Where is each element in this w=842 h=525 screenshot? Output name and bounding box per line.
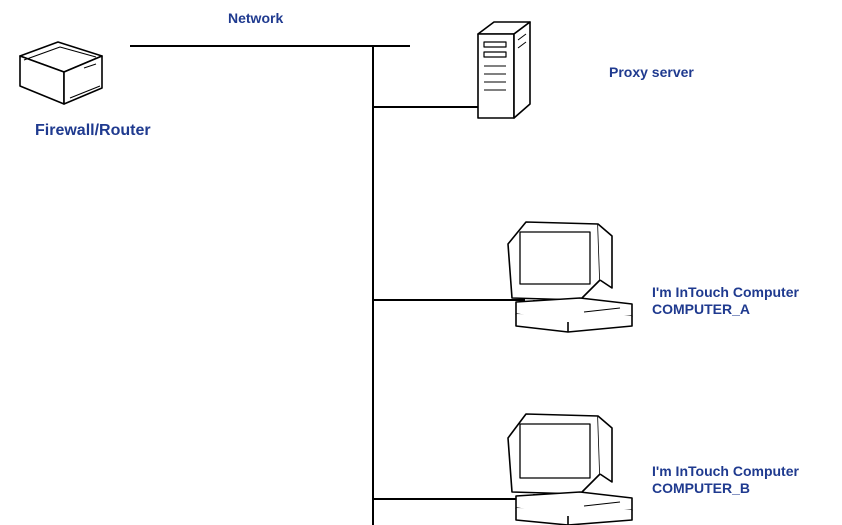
desktop-computer-icon xyxy=(507,413,633,525)
firewall-router-label: Firewall/Router xyxy=(35,122,151,139)
computer-b-title: I'm InTouch Computer xyxy=(652,463,799,479)
computer-a-title: I'm InTouch Computer xyxy=(652,284,799,300)
computer-b-name: COMPUTER_B xyxy=(652,480,751,496)
desktop-computer-icon xyxy=(507,221,633,333)
network-label: Network xyxy=(228,10,284,26)
server-tower-icon xyxy=(477,21,531,119)
computer-a-name: COMPUTER_A xyxy=(652,301,751,317)
network-lines xyxy=(130,45,525,525)
proxy-server-label: Proxy server xyxy=(609,64,694,80)
router-icon xyxy=(19,41,103,105)
